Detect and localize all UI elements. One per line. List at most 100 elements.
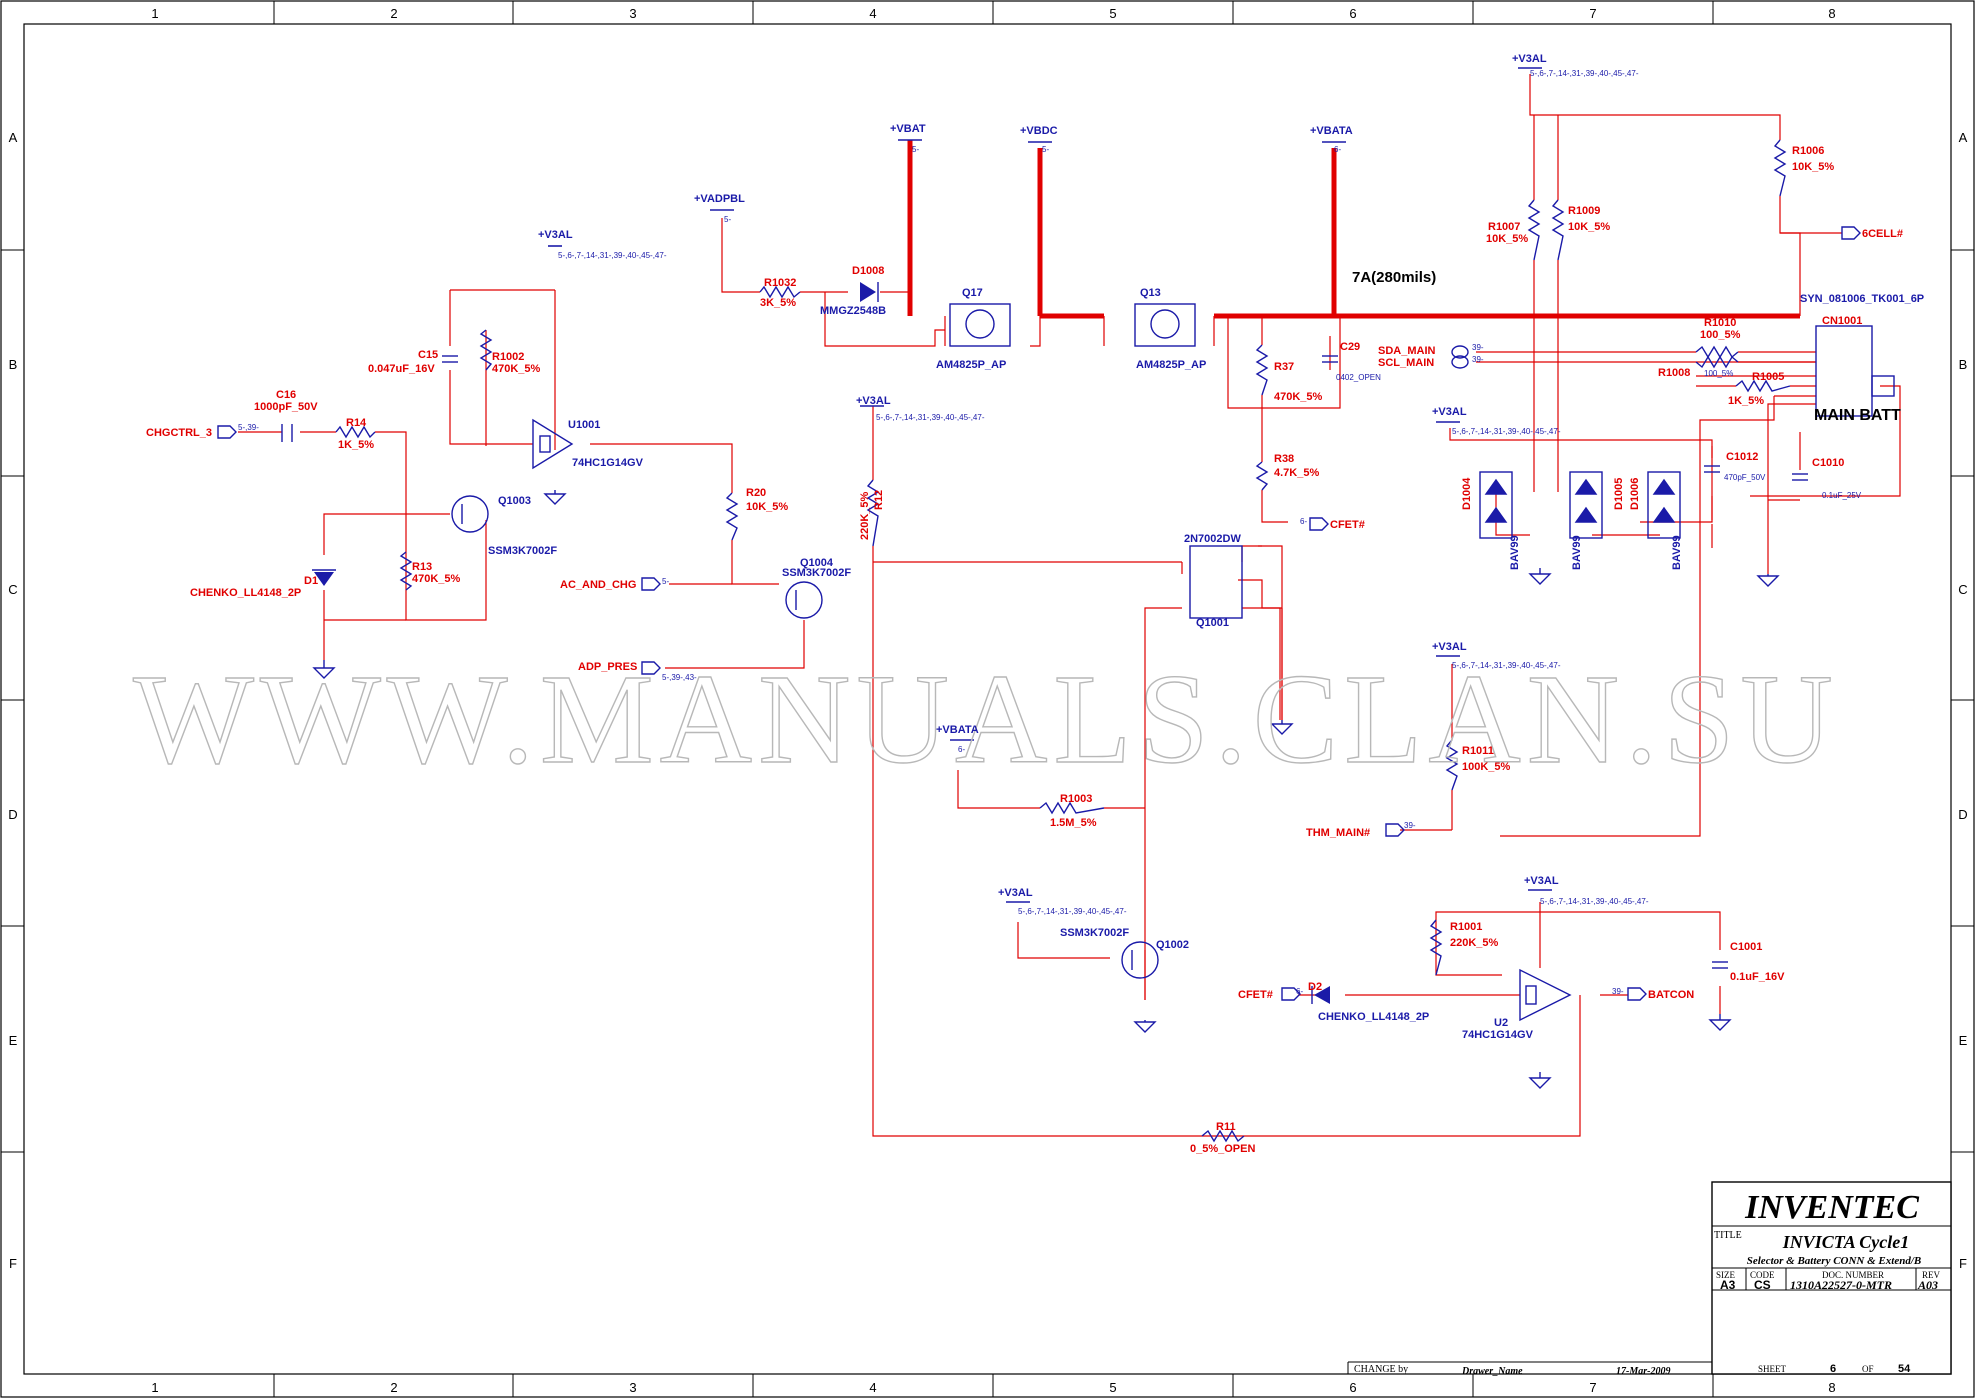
resistor-r1002: [479, 329, 493, 371]
col-label-bottom: 7: [1589, 1380, 1596, 1395]
net-chgctrl: CHGCTRL_3: [146, 427, 212, 439]
val-c15: 0.047uF_16V: [368, 363, 435, 375]
ref-r38: R38: [1274, 453, 1294, 465]
val-c29: 0402_OPEN: [1336, 373, 1381, 382]
mosfet-q17: [949, 303, 1011, 347]
ref-q13: Q13: [1140, 287, 1161, 299]
col-label-top: 1: [151, 6, 158, 21]
drawing-title: INVICTA Cycle1: [1782, 1232, 1910, 1252]
val-r1009: 10K_5%: [1568, 221, 1610, 233]
net-xref: 5-: [662, 577, 669, 586]
ref-r13: R13: [412, 561, 432, 573]
col-label-bottom: 6: [1349, 1380, 1356, 1395]
resistor-r20: [725, 492, 739, 541]
diode-array-d1005: [1569, 471, 1603, 539]
resistor-r1005: [1735, 379, 1791, 393]
rail-xref: 5-,6-,7-,14-,31-,39-,40-,45-,47-: [1530, 69, 1639, 78]
size-label: SIZE: [1716, 1270, 1736, 1280]
ref-d2: D2: [1308, 981, 1322, 993]
ref-r1032: R1032: [764, 277, 796, 289]
ref-q1003: Q1003: [498, 495, 531, 507]
ref-q1001: Q1001: [1196, 617, 1229, 629]
row-label-left: E: [9, 1033, 18, 1048]
col-label-bottom: 5: [1109, 1380, 1116, 1395]
row-label-right: E: [1959, 1033, 1968, 1048]
val-d1: CHENKO_LL4148_2P: [190, 587, 301, 599]
rail-vbata: +VBATA: [1310, 125, 1353, 137]
components: [217, 67, 1895, 1143]
resistor-r1010: [1695, 345, 1739, 359]
company-name: INVENTEC: [1744, 1189, 1919, 1226]
ref-u1001: U1001: [568, 419, 600, 431]
col-label-top: 5: [1109, 6, 1116, 21]
net-adp-pres: ADP_PRES: [578, 661, 637, 673]
ref-cn1001: CN1001: [1822, 315, 1862, 327]
of-label: OF: [1862, 1364, 1874, 1374]
resistor-r1003: [1039, 801, 1105, 815]
val-d1004: BAV99: [1509, 535, 1521, 570]
rail-xref: 5-: [912, 145, 919, 154]
ref-c29: C29: [1340, 341, 1360, 353]
rail-v3al: +V3AL: [1512, 53, 1547, 65]
val-r11: 0_5%_OPEN: [1190, 1143, 1255, 1155]
net-thm-main: THM_MAIN#: [1306, 827, 1370, 839]
val-r38: 4.7K_5%: [1274, 467, 1319, 479]
resistor-r13: [399, 551, 413, 591]
val-q1001: 2N7002DW: [1184, 533, 1241, 545]
ref-r11: R11: [1216, 1121, 1236, 1133]
val-r1007: 10K_5%: [1486, 233, 1528, 245]
rail-labels: +V3AL 5-,6-,7-,14-,31-,39-,40-,45-,47- +…: [538, 53, 1649, 916]
val-u1001: 74HC1G14GV: [572, 457, 644, 469]
val-r14: 1K_5%: [338, 439, 374, 451]
val-c1012: 470pF_50V: [1724, 473, 1766, 482]
val-d1008: MMGZ2548B: [820, 305, 886, 317]
resistor-r1007: [1527, 199, 1541, 261]
rail-xref: 5-: [724, 215, 731, 224]
drawing-subtitle: Selector & Battery CONN & Extend/B: [1747, 1255, 1921, 1267]
rail-v3al: +V3AL: [856, 395, 891, 407]
label-main-batt: MAIN BATT: [1814, 407, 1901, 424]
rail-xref: 5-,6-,7-,14-,31-,39-,40-,45-,47-: [558, 251, 667, 260]
net-xref: 6-: [1300, 517, 1307, 526]
rail-xref: 5-,6-,7-,14-,31-,39-,40-,45-,47-: [1540, 897, 1649, 906]
col-label-bottom: 3: [629, 1380, 636, 1395]
diode-d1008: [860, 282, 879, 302]
net-scl-main: SCL_MAIN: [1378, 357, 1434, 369]
col-label-top: 6: [1349, 6, 1356, 21]
row-label-left: D: [8, 807, 17, 822]
ref-r1007: R1007: [1488, 221, 1520, 233]
val-r1008: 100_5%: [1704, 369, 1733, 378]
row-label-right: C: [1958, 582, 1967, 597]
ground-symbols: [312, 490, 1780, 1089]
resistor-r12: [866, 479, 880, 547]
mosfet-q1004: [785, 581, 823, 619]
row-label-left: A: [9, 130, 18, 145]
capacitor-c1001: [1712, 961, 1728, 969]
size-value: A3: [1720, 1278, 1736, 1292]
buffer-u2: [1519, 968, 1572, 1022]
ref-r1002: R1002: [492, 351, 524, 363]
resistor-r11: [1201, 1129, 1245, 1143]
ref-c1012: C1012: [1726, 451, 1758, 463]
row-label-left: C: [8, 582, 17, 597]
col-label-bottom: 8: [1828, 1380, 1835, 1395]
rail-v3al: +V3AL: [538, 229, 573, 241]
col-label-bottom: 2: [390, 1380, 397, 1395]
ref-r1010: R1010: [1704, 317, 1736, 329]
net-cfet-2: CFET#: [1238, 989, 1273, 1001]
col-label-top: 3: [629, 6, 636, 21]
val-r1032: 3K_5%: [760, 297, 796, 309]
capacitor-c15: [442, 355, 458, 363]
power-bus: [907, 140, 1800, 319]
net-xref: 5-,39-: [238, 423, 259, 432]
capacitor-c1012: [1704, 465, 1720, 473]
watermark: WWW.MANUALS.CLAN.SU: [133, 648, 1839, 790]
code-label: CODE: [1750, 1270, 1775, 1280]
val-r1006: 10K_5%: [1792, 161, 1834, 173]
val-r1002: 470K_5%: [492, 363, 541, 375]
doc-number: 1310A22527-0-MTR: [1790, 1278, 1892, 1292]
sheet-total: 54: [1898, 1363, 1911, 1375]
sheet-label: SHEET: [1758, 1364, 1787, 1374]
drawing-date: 17-Mar-2009: [1616, 1366, 1670, 1377]
